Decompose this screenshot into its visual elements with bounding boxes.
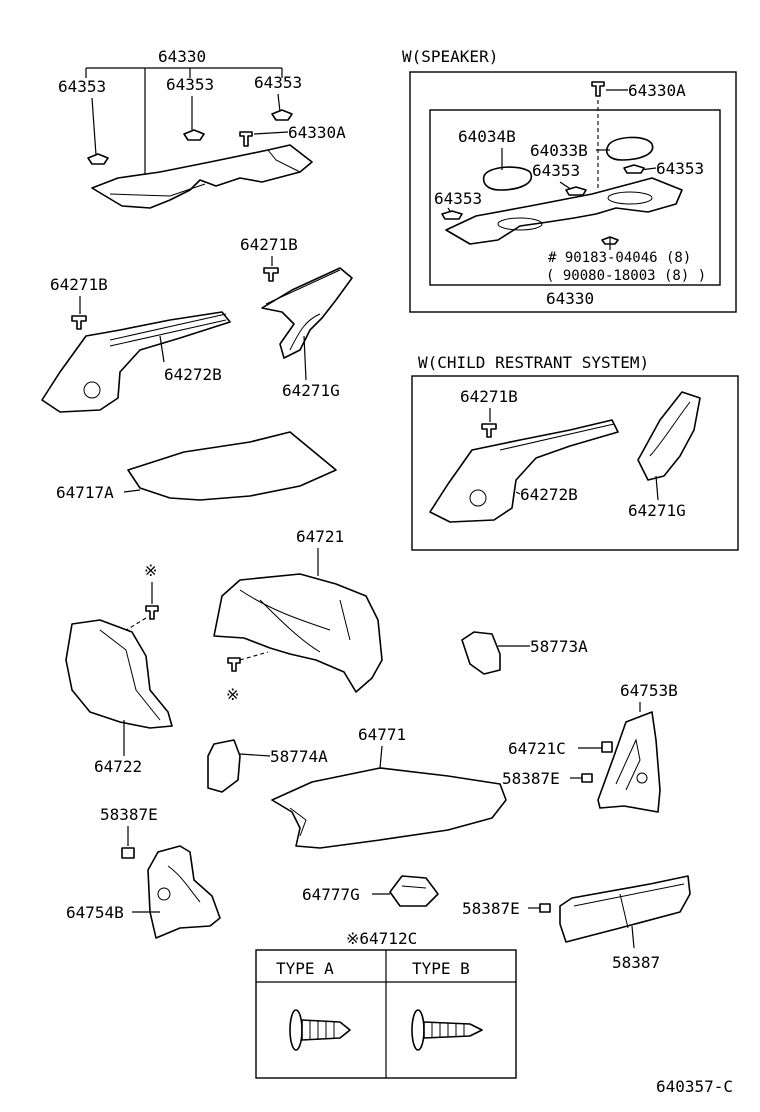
cover-58774A [207, 739, 241, 793]
screw-64330A [239, 131, 253, 147]
trunk-sill-plate-58387 [559, 875, 691, 943]
left-trim-64754B [147, 845, 221, 939]
speaker-label-64033B: 64033B [530, 141, 588, 160]
label-58773A: 58773A [530, 637, 588, 656]
clip-type-a [289, 1009, 351, 1051]
label-64717A: 64717A [56, 483, 114, 502]
label-64353-c: 64353 [254, 73, 302, 92]
speaker-label-64353-b: 64353 [656, 159, 704, 178]
speaker-variant-box: W(SPEAKER) 64330A 64034B 64033B 64353 64… [402, 47, 737, 313]
clip-64271B-left [71, 315, 87, 330]
crs-seatback-trim-64271G [637, 391, 701, 481]
package-tray-trim-group: 64330 64353 64353 64353 64330A [58, 47, 346, 209]
speaker-label-64353-a: 64353 [532, 161, 580, 180]
label-58774A: 58774A [270, 747, 328, 766]
label-64330A: 64330A [288, 123, 346, 142]
label-64330-top: 64330 [158, 47, 206, 66]
package-tray-trim-speaker [445, 177, 683, 245]
trunk-rear-side-trim-group: 64753B 64721C 58387E [502, 681, 678, 813]
speaker-note-1: # 90183-04046 (8) [548, 250, 691, 266]
crs-box-title: W(CHILD RESTRANT SYSTEM) [418, 353, 649, 372]
clip-type-b [411, 1009, 483, 1051]
label-64754B: 64754B [66, 903, 124, 922]
speaker-box-title: W(SPEAKER) [402, 47, 498, 66]
label-64271G-mid: 64271G [282, 381, 340, 400]
clip-64271B-mid [263, 267, 279, 282]
label-58387E-bottom: 58387E [462, 899, 520, 918]
label-64771: 64771 [358, 725, 406, 744]
crs-quarter-trim-64272B [429, 419, 619, 523]
trunk-side-trim-group: 64721 ※ 64722 ※ [65, 527, 383, 776]
speaker-cover-64033B [606, 136, 654, 161]
diagram-code: 640357-C [656, 1077, 733, 1096]
label-64777G: 64777G [302, 885, 360, 904]
package-tray-trim [91, 144, 313, 209]
trunk-cover-group: 64717A [56, 431, 337, 502]
clip-type-table: ※64712C TYPE A TYPE B [255, 929, 517, 1079]
label-64712C: ※64712C [346, 929, 417, 948]
speaker-cover-64034B [482, 166, 533, 191]
seatback-side-trim-64271G [261, 267, 353, 359]
clip-64353-a [87, 153, 109, 165]
speaker-label-64353-c: 64353 [434, 189, 482, 208]
crs-label-64272B: 64272B [520, 485, 578, 504]
label-64271B-mid: 64271B [240, 235, 298, 254]
trunk-left-trim-group: 58387E 64754B [66, 805, 221, 939]
label-58387: 58387 [612, 953, 660, 972]
trunk-lower-trim-64722 [65, 619, 173, 729]
quarter-trim-64272B [41, 311, 231, 413]
speaker-label-64330: 64330 [546, 289, 594, 308]
side-trim-group: 64271B 64271G 64271B 64272B [41, 235, 353, 413]
sill-plate-group: 58387E 58387 [462, 875, 691, 972]
label-64753B: 64753B [620, 681, 678, 700]
label-64722: 64722 [94, 757, 142, 776]
clip-64353-b [183, 129, 205, 141]
label-64353-a: 64353 [58, 77, 106, 96]
rear-side-trim-64753B [597, 711, 661, 813]
trunk-front-cover-64717A [127, 431, 337, 501]
clip-64353-c [271, 109, 293, 121]
mark-bottom: ※ [226, 685, 239, 704]
small-covers-group: 58773A 58774A [207, 631, 588, 793]
trunk-mat-group: 64771 [271, 725, 507, 849]
trunk-side-trim-64721 [213, 573, 383, 693]
label-58387E-right: 58387E [502, 769, 560, 788]
mark-top: ※ [144, 561, 157, 580]
crs-label-64271G: 64271G [628, 501, 686, 520]
speaker-label-64034B: 64034B [458, 127, 516, 146]
retainer-64777G [389, 875, 439, 907]
speaker-label-64330A: 64330A [628, 81, 686, 100]
label-58387E-left: 58387E [100, 805, 158, 824]
cover-58773A [461, 631, 501, 675]
label-64721C: 64721C [508, 739, 566, 758]
type-b-header: TYPE B [412, 959, 470, 978]
crs-label-64271B: 64271B [460, 387, 518, 406]
label-64353-b: 64353 [166, 75, 214, 94]
child-restraint-variant-box: W(CHILD RESTRANT SYSTEM) 64271B 64272B 6… [411, 353, 739, 551]
type-a-header: TYPE A [276, 959, 334, 978]
speaker-note-2: ( 90080-18003 (8) ) [546, 268, 706, 284]
label-64721: 64721 [296, 527, 344, 546]
trunk-floor-mat-64771 [271, 767, 507, 849]
label-64271B-left: 64271B [50, 275, 108, 294]
retainer-group: 64777G [302, 875, 439, 907]
label-64272B-left: 64272B [164, 365, 222, 384]
screw-64330A-speaker [591, 81, 605, 97]
